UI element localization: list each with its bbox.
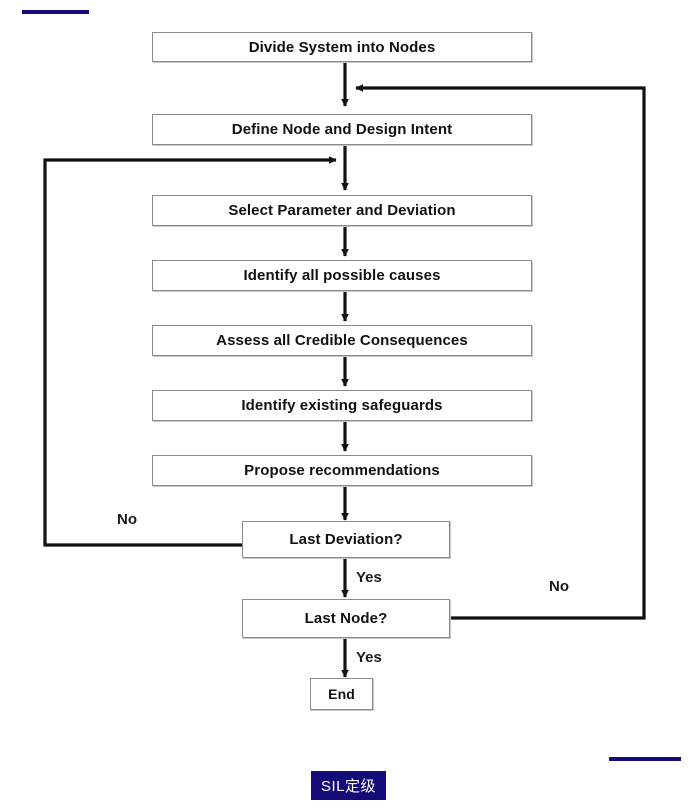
- edge-label-lastnode-yes: Yes: [356, 649, 382, 666]
- node-define-node-and-design-intent[interactable]: Define Node and Design Intent: [152, 114, 532, 145]
- decorative-rule-top: [22, 10, 89, 14]
- node-label: Assess all Credible Consequences: [216, 332, 468, 349]
- node-label: Define Node and Design Intent: [231, 121, 453, 138]
- node-last-node-decision[interactable]: Last Node?: [242, 599, 450, 638]
- node-select-parameter-and-deviation[interactable]: Select Parameter and Deviation: [152, 195, 532, 226]
- node-identify-existing-safeguards[interactable]: Identify existing safeguards: [152, 390, 532, 421]
- edge-label-lastdeviation-yes: Yes: [356, 569, 382, 586]
- node-label: Identify all possible causes: [243, 267, 441, 284]
- node-end[interactable]: End: [310, 678, 373, 710]
- watermark-badge: SIL定级: [311, 771, 386, 800]
- node-label: Select Parameter and Deviation: [228, 202, 456, 219]
- watermark-text: SIL定级: [320, 778, 376, 795]
- decorative-rule-bottom: [609, 757, 681, 761]
- node-label: End: [328, 686, 355, 702]
- node-label: Last Deviation?: [289, 531, 403, 548]
- node-propose-recommendations[interactable]: Propose recommendations: [152, 455, 532, 486]
- node-divide-system-into-nodes[interactable]: Divide System into Nodes: [152, 32, 532, 62]
- node-identify-all-possible-causes[interactable]: Identify all possible causes: [152, 260, 532, 291]
- node-label: Last Node?: [304, 610, 388, 627]
- node-last-deviation-decision[interactable]: Last Deviation?: [242, 521, 450, 558]
- node-assess-all-credible-consequences[interactable]: Assess all Credible Consequences: [152, 325, 532, 356]
- edge-label-lastdeviation-no: No: [117, 511, 137, 528]
- node-label: Identify existing safeguards: [241, 397, 443, 414]
- node-label: Divide System into Nodes: [248, 38, 436, 56]
- edge-label-lastnode-no: No: [549, 578, 569, 595]
- node-label: Propose recommendations: [244, 462, 440, 479]
